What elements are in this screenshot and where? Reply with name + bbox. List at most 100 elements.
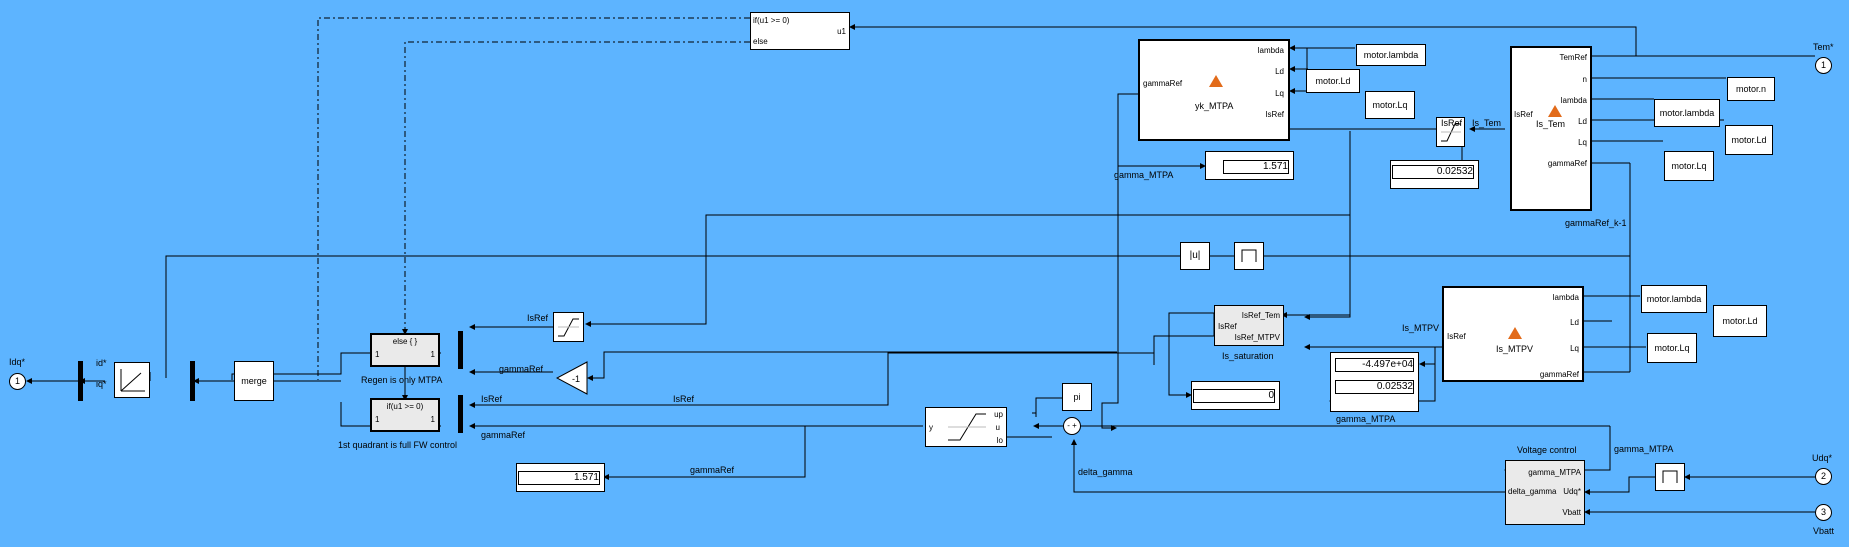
yk-mtpa-in-lambda: lambda [1257,46,1284,55]
sum-block[interactable]: - + [1063,417,1081,435]
is-tem-saturation-icon[interactable] [1436,117,1465,147]
const-motor-lq-2[interactable]: motor.Lq [1664,151,1714,181]
step-icon [1662,470,1678,483]
action-if-label: 1st quadrant is full FW control [338,440,458,450]
unit-delay-block-2[interactable] [1234,242,1264,270]
if-block-else: else [753,37,768,46]
display-is-tem: 0.02532 [1390,160,1479,189]
matlab-function-icon [1508,327,1522,339]
const-pi[interactable]: pi [1062,383,1092,411]
label-gamma-mtpa-1: gamma_MTPA [1114,170,1174,180]
yk-mtpa-in-ld: Ld [1275,67,1284,76]
yk-mtpa-out: gammaRef [1143,79,1183,88]
dynamic-saturation-block[interactable]: up u lo y [925,407,1007,447]
display-gamma-bottom: 1.571 [516,463,605,492]
mux-merge[interactable] [190,361,195,401]
label-gammaref-bottom: gammaRef [690,465,735,475]
step-icon [1241,249,1257,262]
mux-out[interactable] [78,361,83,401]
is-saturation-in3: IsRef_MTPV [1234,333,1280,342]
is-saturation-block[interactable]: IsRef_Tem IsRef IsRef_MTPV [1214,305,1284,346]
display-sat-out-value: 0 [1193,389,1275,403]
if-block[interactable]: if(u1 >= 0) else u1 [750,12,850,50]
display-mtpv: -4.497e+04 0.02532 [1330,352,1419,412]
label-isref-else: IsRef [527,313,549,323]
yk-mtpa-in-isref: IsRef [1265,110,1284,119]
display-mtpv-b: 0.02532 [1335,380,1414,394]
is-mtpv-block[interactable]: lambda Ld Lq gammaRef IsRef Is_MTPV [1442,286,1584,382]
label-is-tem: Is_Tem [1472,118,1502,128]
label-isref-mid: IsRef [673,394,695,404]
display-mtpv-a: -4.497e+04 [1335,358,1414,372]
display-sat-out: 0 [1191,381,1280,410]
inport-vbatt[interactable]: 3 [1815,504,1832,521]
const-motor-lambda-3[interactable]: motor.lambda [1641,285,1707,313]
voltage-control-in1: gamma_MTPA [1528,468,1581,477]
is-mtpv-out: IsRef [1447,332,1466,341]
abs-block[interactable]: |u| [1180,242,1210,270]
limiter-up: up [994,410,1003,419]
matlab-function-icon [1548,105,1562,117]
is-mtpv-in-ld: Ld [1570,318,1579,327]
display-gamma-bottom-value: 1.571 [518,471,600,485]
inport-udq-label: Udq* [1812,453,1833,463]
merge-block[interactable]: merge [234,361,274,401]
yk-mtpa-name: yk_MTPA [1195,101,1234,111]
yk-mtpa-block[interactable]: lambda Ld Lq IsRef gammaRef yk_MTPA [1138,39,1290,141]
is-tem-in-lambda: lambda [1560,96,1587,105]
saturation-icon [948,413,986,441]
is-tem-in-gammaref: gammaRef [1547,159,1587,168]
action-else-out: 1 [430,350,435,359]
const-motor-n[interactable]: motor.n [1727,77,1775,101]
action-if-block[interactable]: if(u1 >= 0) 1 1 [370,398,440,432]
is-tem-in-n: n [1582,75,1587,84]
display-gamma-mtpa-top: 1.571 [1205,151,1294,180]
inport-vbatt-label: Vbatt [1813,526,1835,536]
voltage-control-out: delta_gamma [1508,487,1557,496]
const-motor-ld-2[interactable]: motor.Ld [1725,125,1773,155]
label-gammaref-k1: gammaRef_k-1 [1565,218,1627,228]
is-tem-block[interactable]: TemRef n lambda Ld Lq gammaRef IsRef Is_… [1510,46,1592,211]
const-motor-lambda-2[interactable]: motor.lambda [1654,99,1720,127]
label-gamma-mtpa-3: gamma_MTPA [1614,444,1674,454]
inport-udq[interactable]: 2 [1815,468,1832,485]
const-motor-lambda-1[interactable]: motor.lambda [1356,44,1426,66]
voltage-control-in2: Udq* [1563,487,1581,496]
voltage-control-block[interactable]: gamma_MTPA delta_gamma Udq* Vbatt [1505,460,1585,525]
is-tem-in-lq: Lq [1578,138,1587,147]
is-tem-out: IsRef [1514,110,1533,119]
is-saturation-in2: IsRef [1218,322,1237,331]
const-motor-ld-3[interactable]: motor.Ld [1713,305,1767,337]
display-gamma-mtpa-top-value: 1.571 [1223,160,1289,174]
gain-value: -1 [572,374,580,384]
is-tem-name: Is_Tem [1536,119,1566,129]
is-tem-in-temref: TemRef [1559,53,1587,62]
const-motor-lq-3[interactable]: motor.Lq [1647,333,1697,363]
action-if-title: if(u1 >= 0) [386,402,424,411]
transform-block[interactable] [114,362,150,398]
action-if-out: 1 [430,415,435,424]
limiter-lo: lo [996,436,1003,445]
action-else-block[interactable]: else { } 1 1 [370,333,440,367]
label-delta-gamma: delta_gamma [1078,467,1133,477]
inport-tem[interactable]: 1 [1815,57,1832,74]
gain-block[interactable]: -1 [556,361,588,395]
const-motor-ld-1[interactable]: motor.Ld [1306,69,1360,93]
is-mtpv-in-lq: Lq [1570,344,1579,353]
action-else-title: else { } [392,337,418,346]
is-saturation-name: Is_saturation [1222,351,1274,361]
isref-saturation-icon[interactable] [553,312,584,342]
label-gamma-mtpa-2: gamma_MTPA [1336,414,1396,424]
is-tem-in-ld: Ld [1578,117,1587,126]
label-id-star: id* [96,358,107,368]
label-is-mtpv: Is_MTPV [1402,323,1440,333]
axes-icon [120,369,145,392]
outport-idq-label: Idq* [9,357,26,367]
mux-if[interactable] [458,395,463,433]
outport-idq[interactable]: 1 [9,373,26,390]
mux-else[interactable] [458,331,463,369]
display-is-tem-value: 0.02532 [1392,165,1474,179]
inport-tem-label: Tem* [1813,42,1834,52]
const-motor-lq-1[interactable]: motor.Lq [1365,91,1415,119]
unit-delay-block[interactable] [1655,463,1685,491]
